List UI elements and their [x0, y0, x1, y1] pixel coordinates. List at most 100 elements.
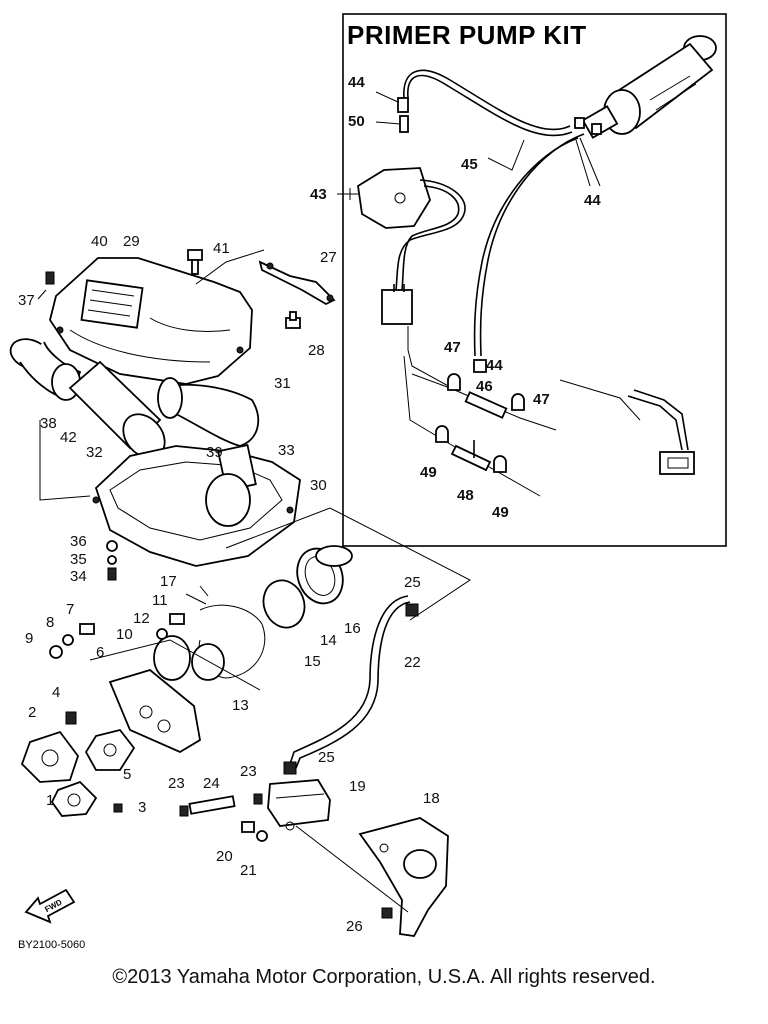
callout-35: 35	[70, 551, 87, 568]
intake-boot-33	[205, 473, 251, 527]
callout-11: 11	[152, 592, 168, 609]
screw-34	[107, 567, 117, 581]
callout-39: 39	[206, 444, 223, 461]
callout-47b: 47	[533, 391, 550, 408]
nut-9	[49, 645, 63, 659]
callout-21: 21	[240, 862, 257, 879]
fitting-50	[399, 115, 409, 133]
mount-plates	[20, 711, 136, 817]
callout-3: 3	[138, 799, 146, 816]
grommet-36	[106, 540, 118, 552]
carburetor-joint	[153, 585, 266, 681]
callout-32: 32	[86, 444, 103, 461]
callout-6: 6	[96, 644, 104, 661]
primer-clip	[659, 451, 695, 475]
callout-49b: 49	[492, 504, 509, 521]
callout-20: 20	[216, 848, 233, 865]
drawing-code: BY2100-5060	[18, 939, 85, 951]
primer-mount-plate	[357, 167, 431, 229]
callout-7: 7	[66, 601, 74, 618]
intake-ducts	[9, 338, 260, 459]
bolt-26	[381, 907, 393, 919]
plate-5	[84, 728, 136, 771]
primer-pump-kit-inset: PRIMER PUMP KIT	[337, 13, 727, 547]
screw-37	[45, 271, 55, 285]
bolt-41	[187, 249, 203, 275]
bolt-28	[285, 311, 301, 329]
callout-49a: 49	[420, 464, 437, 481]
kit-border	[342, 13, 727, 547]
plate-1	[50, 780, 98, 817]
clamp-49	[435, 425, 449, 443]
callout-38: 38	[40, 415, 57, 432]
fuel-hose-22	[289, 595, 409, 765]
callout-22: 22	[404, 654, 421, 671]
callout-37: 37	[18, 292, 35, 309]
fuel-pump-19	[267, 779, 331, 831]
callout-44a: 44	[348, 74, 365, 91]
bracket-27	[258, 260, 336, 306]
callout-4: 4	[52, 684, 60, 701]
callout-44b: 44	[584, 192, 601, 209]
copyright-notice: ©2013 Yamaha Motor Corporation, U.S.A. A…	[112, 966, 656, 988]
washer-35	[107, 555, 117, 565]
intake-clamps	[262, 545, 353, 629]
callout-47a: 47	[444, 339, 461, 356]
callout-45: 45	[461, 156, 478, 173]
joint-10	[153, 635, 191, 681]
t-joint-48	[450, 444, 492, 472]
callout-15: 15	[304, 653, 321, 670]
callout-18: 18	[423, 790, 440, 807]
callout-48: 48	[457, 487, 474, 504]
bracket-6	[108, 669, 201, 754]
fitting-44	[397, 97, 409, 113]
callout-36: 36	[70, 533, 87, 550]
callout-27: 27	[320, 249, 337, 266]
bolt-20	[241, 821, 255, 833]
callout-50: 50	[348, 113, 365, 130]
clamp-25-lower	[283, 761, 297, 775]
callout-29: 29	[123, 233, 140, 250]
clamp-13	[191, 643, 225, 681]
kit-title: PRIMER PUMP KIT	[347, 20, 587, 50]
primer-valve	[381, 289, 413, 325]
callout-30: 30	[310, 477, 327, 494]
callout-41: 41	[213, 240, 230, 257]
callout-10: 10	[116, 626, 133, 643]
cap-23-right	[253, 793, 263, 805]
callout-24: 24	[203, 775, 220, 792]
callout-40: 40	[91, 233, 108, 250]
callout-25b: 25	[318, 749, 335, 766]
washer-21	[256, 830, 268, 842]
bolt-3	[113, 803, 123, 813]
tube-24	[188, 795, 236, 815]
callout-43: 43	[310, 186, 327, 203]
callout-46: 46	[476, 378, 493, 395]
washer-8	[62, 634, 74, 646]
washer-12	[156, 628, 168, 640]
callout-28: 28	[308, 342, 325, 359]
bolt-7	[79, 623, 95, 635]
callout-1: 1	[46, 792, 54, 809]
callout-2: 2	[28, 704, 36, 721]
airbox-cover	[49, 257, 253, 385]
callout-23b: 23	[240, 763, 257, 780]
callout-16: 16	[344, 620, 361, 637]
clamp-47	[447, 373, 461, 391]
callout-14: 14	[320, 632, 337, 649]
primer-pump-body	[581, 35, 717, 139]
callout-25a: 25	[404, 574, 421, 591]
callout-23a: 23	[168, 775, 185, 792]
cap-23-left	[179, 805, 189, 817]
callout-26: 26	[346, 918, 363, 935]
callout-42: 42	[60, 429, 77, 446]
duct-31	[159, 383, 260, 447]
callout-9: 9	[25, 630, 33, 647]
caution-label-40	[80, 279, 144, 329]
callout-5: 5	[123, 766, 131, 783]
hose-45-upper	[403, 69, 571, 131]
bracket-18	[358, 817, 449, 937]
joint-46	[464, 391, 508, 419]
callout-44c: 44	[486, 357, 503, 374]
